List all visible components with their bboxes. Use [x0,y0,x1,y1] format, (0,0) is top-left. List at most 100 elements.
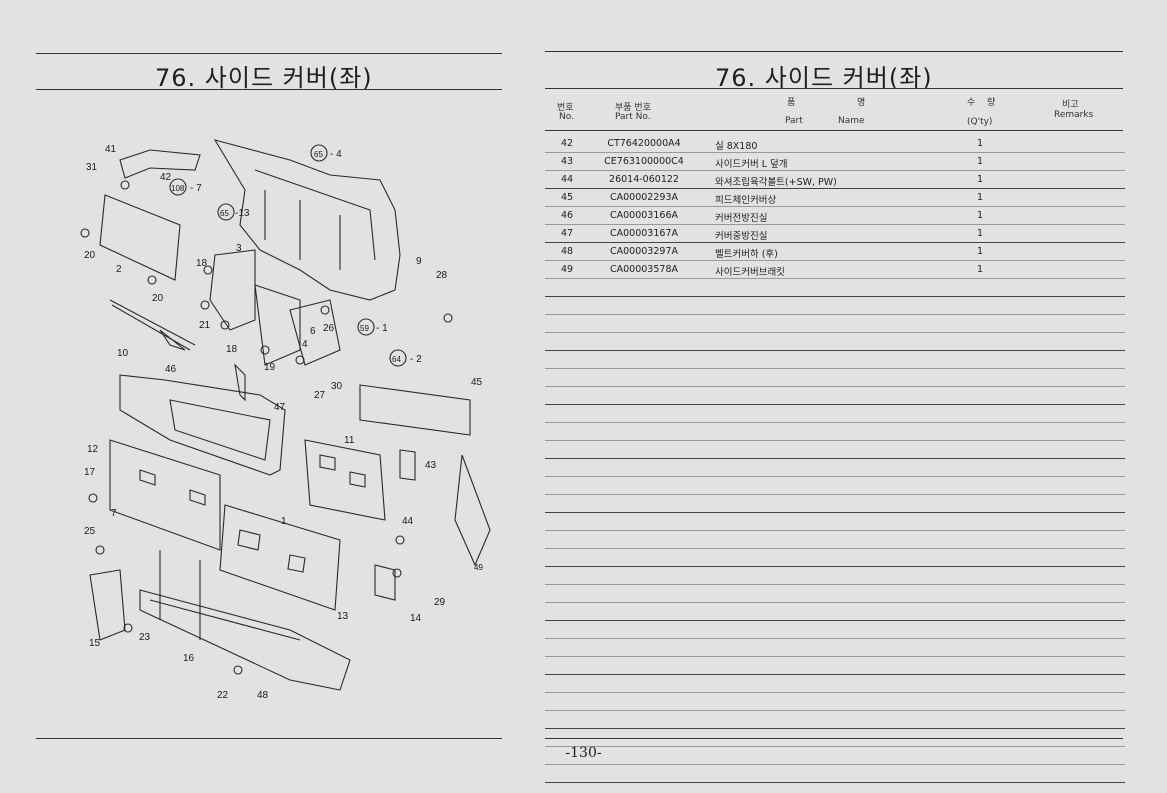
header-name-ko-1: 품 [787,98,796,108]
table-row [545,279,1125,297]
callout-1a: - 1 [376,323,388,334]
table-row [545,423,1125,441]
callout-45: 45 [471,377,483,388]
table-row [545,639,1125,657]
callout-41: 41 [105,144,117,155]
header-name-en-2: Name [838,116,865,126]
page-title-right: 76. 사이드 커버(좌) [715,64,933,92]
row-part-number: CA00003578A [610,264,678,275]
callout-21: 21 [199,320,211,331]
row-part-number: CA00003166A [610,210,678,221]
callout-64: 64 [392,355,401,364]
row-part-number: CT76420000A4 [607,138,681,149]
exploded-parts-diagram: 41 31 42 108 - 7 65 - 4 65 -13 3 18 20 2… [80,139,491,701]
callout-18b: 18 [226,344,238,355]
callout-11: 11 [344,435,355,446]
row-no: 44 [560,174,574,185]
header-qty-ko-2: 량 [987,98,996,108]
callout-20b: 20 [152,293,164,304]
callout-20a: 20 [84,250,96,261]
callout-3: 3 [236,243,242,254]
row-no: 42 [560,138,574,149]
title-underline-right [545,88,1123,89]
bottom-rule-right [545,738,1123,739]
callout-4b: 4 [302,339,308,350]
row-quantity: 1 [976,264,984,275]
callout-49: 49 [474,563,483,572]
callout-42: 42 [160,172,172,183]
callout-12: 12 [87,444,99,455]
header-remark-ko: 비고 [1062,100,1079,110]
callout-6: 6 [310,326,316,337]
callout-14: 14 [410,613,422,624]
callout-43: 43 [425,460,437,471]
header-remark-en: Remarks [1054,110,1094,120]
table-row [545,513,1125,531]
callout-2b: - 2 [410,354,422,365]
callout-19: 19 [264,362,276,373]
right-page: 76. 사이드 커버(좌) 번호 No. 부품 번호 Part No. 품 명 … [535,0,1167,793]
header-part-en: Part No. [615,112,651,122]
callout-31: 31 [86,162,98,173]
table-row [545,585,1125,603]
callout-59: 59 [360,324,369,333]
page-title-left: 76. 사이드 커버(좌) [155,64,373,92]
callout-65b: 65 [220,209,229,218]
header-no-ko: 번호 [557,103,574,113]
row-part-name: 벨트커버하 (후) [715,249,778,260]
table-row [545,657,1125,675]
callout-9: 9 [416,256,422,267]
callout-18a: 18 [196,258,208,269]
row-part-name: 피드체인커버상 [715,195,777,206]
table-row [545,621,1125,639]
callout-108: 108 [171,184,185,193]
callout-1b: 1 [281,516,287,527]
header-qty-ko-1: 수 [967,98,976,108]
row-part-name: 커버중방진실 [715,231,768,242]
title-underline [36,89,502,90]
table-row [545,675,1125,693]
callout-27: 27 [314,390,326,401]
callout-7b: 7 [111,508,117,519]
callout-25: 25 [84,526,96,537]
row-quantity: 1 [976,156,984,167]
table-row [545,747,1125,765]
callout-26: 26 [323,323,335,334]
callout-13b: 13 [337,611,349,622]
table-row [545,333,1125,351]
page-number: -130- [565,745,602,761]
row-part-name: 사이드커버브래킷 [715,267,785,278]
row-no: 43 [560,156,574,167]
callout-48: 48 [257,690,269,701]
callout-44: 44 [402,516,414,527]
row-part-number: CE763100000C4 [604,156,684,167]
callout-17: 17 [84,467,96,478]
table-row [545,315,1125,333]
callout-13a: -13 [235,208,250,219]
table-row [545,567,1125,585]
table-row [545,387,1125,405]
header-name-en-1: Part [785,116,803,126]
table-row [545,729,1125,747]
table-row [545,549,1125,567]
table-row [545,711,1125,729]
header-name-ko-2: 명 [857,98,866,108]
bottom-rule-left [36,738,502,739]
top-rule-right [545,51,1123,52]
row-quantity: 1 [976,138,984,149]
table-row [545,477,1125,495]
left-page: 76. 사이드 커버(좌) [0,0,535,793]
callout-65a: 65 [314,150,323,159]
table-row [545,459,1125,477]
top-rule [36,53,502,54]
callout-29: 29 [434,597,446,608]
row-no: 49 [560,264,574,275]
row-no: 47 [560,228,574,239]
row-part-number: CA00002293A [610,192,678,203]
